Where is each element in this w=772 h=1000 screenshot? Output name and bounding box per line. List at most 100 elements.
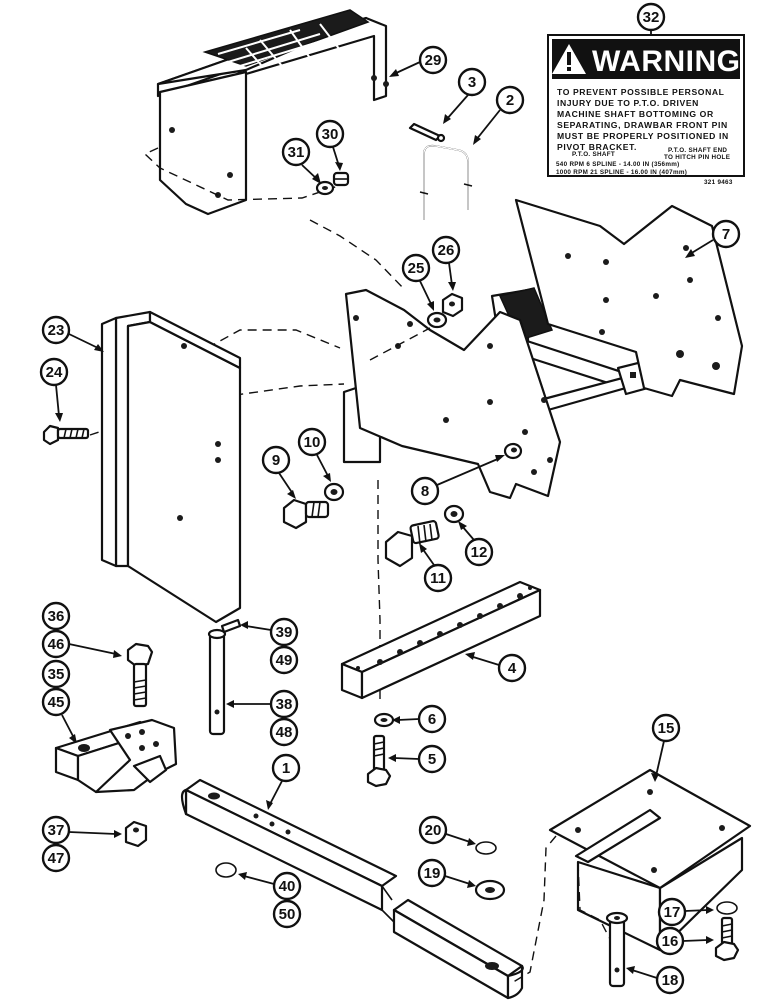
callout-25[interactable]: 25: [401, 253, 431, 283]
callout-7[interactable]: 7: [711, 219, 741, 249]
callout-35-label: 35: [48, 666, 65, 683]
callout-35[interactable]: 35: [41, 659, 71, 689]
callout-3[interactable]: 3: [457, 67, 487, 97]
callout-32[interactable]: 32: [636, 2, 666, 32]
callout-19-label: 19: [424, 865, 441, 882]
bolt-16: [714, 916, 740, 962]
callout-10[interactable]: 10: [297, 427, 327, 457]
bolt-36-46: [126, 642, 154, 708]
warning-footer-code: 321 9463: [704, 179, 733, 186]
callout-29[interactable]: 29: [418, 45, 448, 75]
callout-11[interactable]: 11: [423, 563, 453, 593]
callout-26[interactable]: 26: [431, 235, 461, 265]
warning-line-1: TO PREVENT POSSIBLE PERSONAL: [557, 87, 725, 97]
bolt-5: [366, 734, 392, 788]
callout-40[interactable]: 40: [272, 871, 302, 901]
callout-12[interactable]: 12: [464, 537, 494, 567]
nut-30: [332, 171, 350, 187]
warning-line-6: PIVOT BRACKET.: [557, 142, 637, 152]
channel-bracket-23: [100, 310, 242, 624]
callout-48-label: 48: [276, 724, 293, 741]
warning-triangle-icon: [552, 44, 586, 74]
callout-47[interactable]: 47: [41, 843, 71, 873]
callout-5[interactable]: 5: [417, 744, 447, 774]
callout-32-label: 32: [643, 9, 660, 26]
callout-40-label: 40: [279, 878, 296, 895]
hitch-pin-38-48: [207, 618, 242, 736]
callout-26-label: 26: [438, 242, 455, 259]
callout-37-label: 37: [48, 822, 65, 839]
callout-39[interactable]: 39: [269, 617, 299, 647]
callout-25-label: 25: [408, 260, 425, 277]
callout-16[interactable]: 16: [655, 926, 685, 956]
callout-4-label: 4: [508, 660, 517, 677]
warning-col-left-header: P.T.O. SHAFT: [572, 151, 615, 158]
callout-17[interactable]: 17: [657, 897, 687, 927]
callout-2-label: 2: [506, 92, 514, 109]
warning-line-5: MUST BE PROPERLY POSITIONED IN: [557, 131, 729, 141]
callout-18-label: 18: [662, 972, 679, 989]
callout-5-label: 5: [428, 751, 436, 768]
cotter-pin-3: [408, 122, 446, 143]
callout-7-label: 7: [722, 226, 730, 243]
callout-19[interactable]: 19: [417, 858, 447, 888]
drawbar-support-4: [340, 580, 542, 700]
callout-29-label: 29: [425, 52, 442, 69]
callout-45[interactable]: 45: [41, 687, 71, 717]
callout-24[interactable]: 24: [39, 357, 69, 387]
callout-30-label: 30: [322, 126, 339, 143]
warning-line-4: SEPARATING, DRAWBAR FRONT PIN: [557, 120, 728, 130]
callout-45-label: 45: [48, 694, 65, 711]
callout-31[interactable]: 31: [281, 137, 311, 167]
drawbar-1: [180, 778, 524, 1000]
callout-16-label: 16: [662, 933, 679, 950]
callout-20[interactable]: 20: [418, 815, 448, 845]
callout-2[interactable]: 2: [495, 85, 525, 115]
warning-title: WARNING: [592, 45, 741, 78]
callout-1[interactable]: 1: [271, 753, 301, 783]
callout-38-label: 38: [276, 696, 293, 713]
warning-row-2: 1000 RPM 21 SPLINE - 16.00 IN (407mm): [556, 169, 687, 176]
clevis-block-35-45: [54, 718, 178, 794]
callout-38[interactable]: 38: [269, 689, 299, 719]
bolt-11: [384, 520, 440, 568]
callout-18[interactable]: 18: [655, 965, 685, 995]
callout-46[interactable]: 46: [41, 629, 71, 659]
lock-washer-17: [716, 901, 738, 915]
callout-6[interactable]: 6: [417, 704, 447, 734]
warning-col-right-header-2: TO HITCH PIN HOLE: [664, 154, 730, 161]
pin-18: [605, 911, 629, 988]
nut-37-47: [124, 820, 148, 848]
callout-15[interactable]: 15: [651, 713, 681, 743]
callout-10-label: 10: [304, 434, 321, 451]
snap-ring-20: [475, 841, 497, 855]
u-bolt-2: [419, 144, 473, 220]
callout-48[interactable]: 48: [269, 717, 299, 747]
callout-4[interactable]: 4: [497, 653, 527, 683]
callout-12-label: 12: [471, 544, 488, 561]
callout-23-label: 23: [48, 322, 65, 339]
washer-31: [315, 180, 335, 196]
callout-9[interactable]: 9: [261, 445, 291, 475]
callout-47-label: 47: [48, 850, 65, 867]
callout-50-label: 50: [279, 906, 296, 923]
callout-17-label: 17: [664, 904, 681, 921]
warning-line-3: MACHINE SHAFT BOTTOMING OR: [557, 109, 714, 119]
callout-37[interactable]: 37: [41, 815, 71, 845]
callout-50[interactable]: 50: [272, 899, 302, 929]
callout-30[interactable]: 30: [315, 119, 345, 149]
nut-26: [441, 292, 464, 318]
lock-washer-6: [373, 712, 395, 728]
callout-36-label: 36: [48, 608, 65, 625]
retainer-clip-40-50: [215, 862, 237, 878]
callout-15-label: 15: [658, 720, 675, 737]
callout-36[interactable]: 36: [41, 601, 71, 631]
callout-23[interactable]: 23: [41, 315, 71, 345]
callout-8[interactable]: 8: [410, 476, 440, 506]
callout-49[interactable]: 49: [269, 645, 299, 675]
callout-6-label: 6: [428, 711, 436, 728]
washer-12: [443, 504, 465, 524]
callout-1-label: 1: [282, 760, 290, 777]
callout-31-label: 31: [288, 144, 305, 161]
